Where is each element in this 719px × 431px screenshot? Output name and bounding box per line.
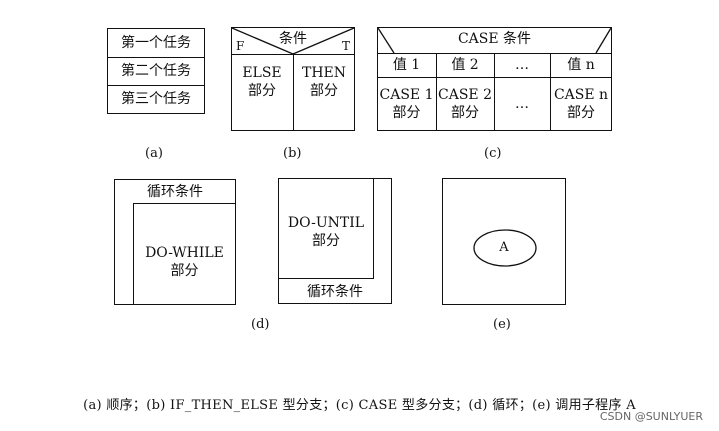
do-until-body [278, 178, 374, 279]
else-part-line-1: ELSE [242, 65, 282, 81]
caption-d: (d) [251, 317, 270, 332]
case-value-ellipsis: … [515, 57, 529, 73]
case-col-divider-2 [494, 53, 495, 131]
figure-footer-caption: (a) 顺序；(b) IF_THEN_ELSE 型分支；(c) CASE 型多分… [83, 398, 636, 413]
caption-b: (b) [283, 146, 302, 161]
do-while-body-line-1: DO-WHILE [145, 245, 224, 261]
case-value-n: 值 n [567, 57, 595, 73]
sequence-divider-2 [107, 85, 205, 86]
do-until-body-line-2: 部分 [312, 233, 340, 249]
if-condition-label: 条件 [279, 31, 307, 47]
case-col-divider-3 [550, 53, 551, 131]
do-while-condition: 循环条件 [147, 184, 203, 200]
if-true-mark: T [342, 39, 351, 53]
caption-e: (e) [493, 317, 511, 332]
then-part-line-1: THEN [301, 65, 347, 81]
case-col-divider-1 [436, 53, 437, 131]
case-condition-label: CASE 条件 [457, 31, 532, 47]
case-2-part-line-2: 部分 [451, 105, 479, 121]
else-part-line-2: 部分 [248, 83, 276, 99]
caption-a: (a) [145, 146, 163, 161]
call-block [442, 178, 566, 305]
do-until-condition: 循环条件 [307, 284, 363, 300]
case-value-1: 值 1 [392, 57, 421, 73]
sequence-task-2: 第二个任务 [121, 63, 191, 79]
case-ellipsis-part: … [515, 96, 529, 112]
case-1-part-line-2: 部分 [392, 105, 421, 121]
call-label: A [499, 240, 509, 255]
then-part-line-2: 部分 [310, 83, 338, 99]
do-until-body-line-1: DO-UNTIL [287, 215, 365, 231]
caption-c: (c) [484, 146, 502, 161]
sequence-block [107, 28, 205, 114]
case-value-2: 值 2 [451, 57, 479, 73]
if-false-mark: F [236, 39, 245, 53]
sequence-task-3: 第三个任务 [121, 91, 191, 107]
case-2-part-line-1: CASE 2 [438, 87, 492, 103]
do-while-body [133, 203, 236, 305]
sequence-task-1: 第一个任务 [121, 35, 191, 51]
sequence-divider-1 [107, 57, 205, 58]
do-while-body-line-2: 部分 [170, 263, 199, 279]
if-branch-divider [293, 54, 294, 131]
case-1-part-line-1: CASE 1 [379, 87, 434, 103]
case-n-part-line-2: 部分 [567, 105, 595, 121]
watermark: CSDN @SUNLYUER [599, 410, 703, 423]
case-n-part-line-1: CASE n [553, 87, 609, 103]
